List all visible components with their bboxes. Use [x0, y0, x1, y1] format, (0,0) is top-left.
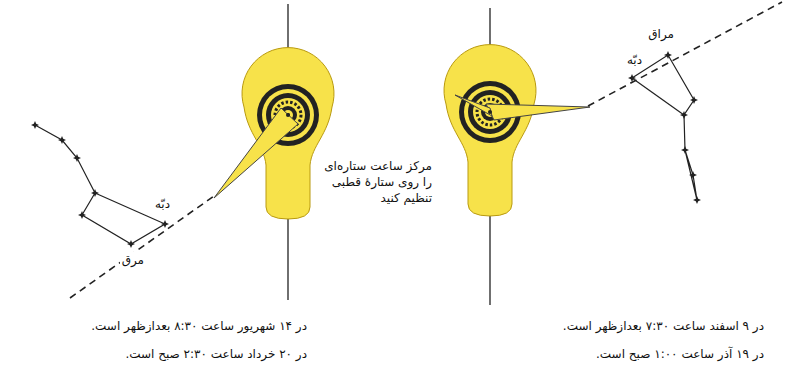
date-time-note: در ۲۰ خرداد ساعت ۲:۳۰ صبح است.: [123, 346, 309, 362]
star-name: دبّه: [625, 52, 644, 68]
date-time-note: در ۱۴ شهریور ساعت ۸:۳۰ بعدازظهر است.: [89, 318, 309, 334]
date-time-note: در ۱۹ آذر ساعت ۱:۰۰ صبح است.: [594, 346, 766, 362]
star-name: مراق: [646, 26, 676, 42]
pointer-line: [588, 2, 782, 106]
instruction-note: مرکز ساعت ستاره‌ای را روی ستارهٔ قطبی تن…: [314, 158, 432, 207]
star-name: مرق: [120, 252, 146, 268]
star-clock: [444, 45, 536, 216]
clock-pointer: [214, 108, 298, 198]
pointer-line: [70, 196, 214, 298]
clock-pointer: [486, 104, 590, 120]
date-time-note: در ۹ اسفند ساعت ۷:۳۰ بعدازظهر است.: [561, 318, 766, 334]
star-name: دبّه: [153, 196, 172, 212]
big-dipper: [632, 55, 697, 200]
big-dipper: [35, 125, 165, 244]
